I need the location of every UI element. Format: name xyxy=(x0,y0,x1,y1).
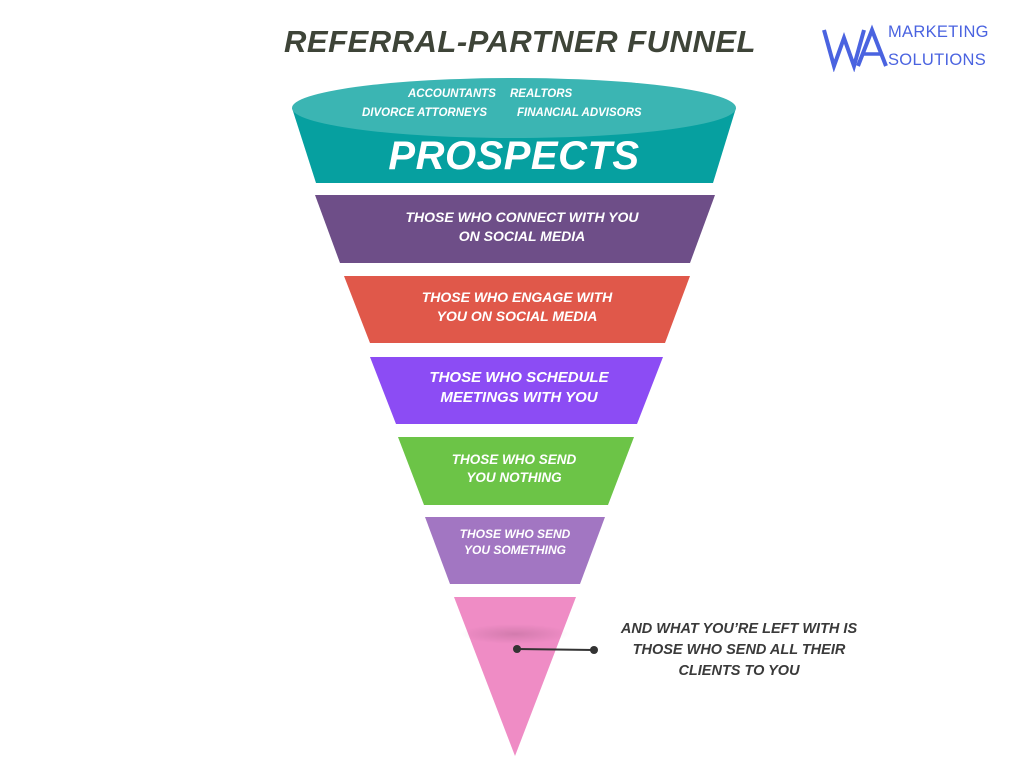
wa-logo-mark xyxy=(822,24,888,72)
stage-3-label-line2: MEETINGS WITH YOU xyxy=(440,389,598,407)
funnel-top-rim xyxy=(292,78,736,138)
callout-text: AND WHAT YOU’RE LEFT WITH IS THOSE WHO S… xyxy=(594,619,884,682)
funnel-tip xyxy=(454,597,576,756)
partner-financial-advisors: FINANCIAL ADVISORS xyxy=(517,107,642,119)
partner-realtors: REALTORS xyxy=(510,88,573,100)
diagram-title: REFERRAL-PARTNER FUNNEL xyxy=(284,24,756,59)
stage-1-label-line2: ON SOCIAL MEDIA xyxy=(458,227,586,244)
stage-5-label-line1: THOSE WHO SEND xyxy=(459,527,571,541)
stage-4-label-line2: YOU NOTHING xyxy=(466,470,562,486)
callout-connector-dot-right xyxy=(590,646,598,654)
stage-1-label: THOSE WHO CONNECT WITH YOU ON SOCIAL MED… xyxy=(330,208,714,246)
partner-divorce-attorneys: DIVORCE ATTORNEYS xyxy=(362,107,488,119)
callout-line3: CLIENTS TO YOU xyxy=(678,663,800,680)
funnel-stage-3 xyxy=(370,357,663,424)
stage-5-label: THOSE WHO SEND YOU SOMETHING xyxy=(430,526,600,558)
stage-5-label-line2: YOU SOMETHING xyxy=(463,543,566,558)
company-logo: MARKETING SOLUTIONS xyxy=(822,20,1012,76)
stage-4-label: THOSE WHO SEND YOU NOTHING xyxy=(400,451,628,487)
prospects-label: PROSPECTS xyxy=(388,134,640,178)
partner-accountants: ACCOUNTANTS xyxy=(408,88,496,100)
callout-line2: THOSE WHO SEND ALL THEIR xyxy=(632,642,846,659)
stage-2-label-line1: THOSE WHO ENGAGE WITH xyxy=(421,289,613,305)
stage-3-label-line1: THOSE WHO SCHEDULE xyxy=(429,369,609,386)
stage-3-label: THOSE WHO SCHEDULE MEETINGS WITH YOU xyxy=(376,368,662,409)
stage-1-label-line1: THOSE WHO CONNECT WITH YOU xyxy=(405,209,639,225)
callout-line1: AND WHAT YOU’RE LEFT WITH IS xyxy=(620,621,858,637)
logo-text-solutions: SOLUTIONS xyxy=(888,51,987,69)
stage-2-label: THOSE WHO ENGAGE WITH YOU ON SOCIAL MEDI… xyxy=(350,288,684,326)
callout-connector-dot-left xyxy=(513,645,521,653)
stage-2-label-line2: YOU ON SOCIAL MEDIA xyxy=(436,307,598,324)
funnel-stage-5 xyxy=(425,517,605,584)
logo-text-marketing: MARKETING xyxy=(888,23,989,41)
funnel-stage-2 xyxy=(344,276,690,343)
stage-4-label-line1: THOSE WHO SEND xyxy=(451,452,577,467)
funnel-stage-1 xyxy=(315,195,715,263)
funnel-tip-shading xyxy=(460,624,570,644)
callout-connector-line xyxy=(516,648,595,651)
funnel-stage-4 xyxy=(398,437,634,505)
